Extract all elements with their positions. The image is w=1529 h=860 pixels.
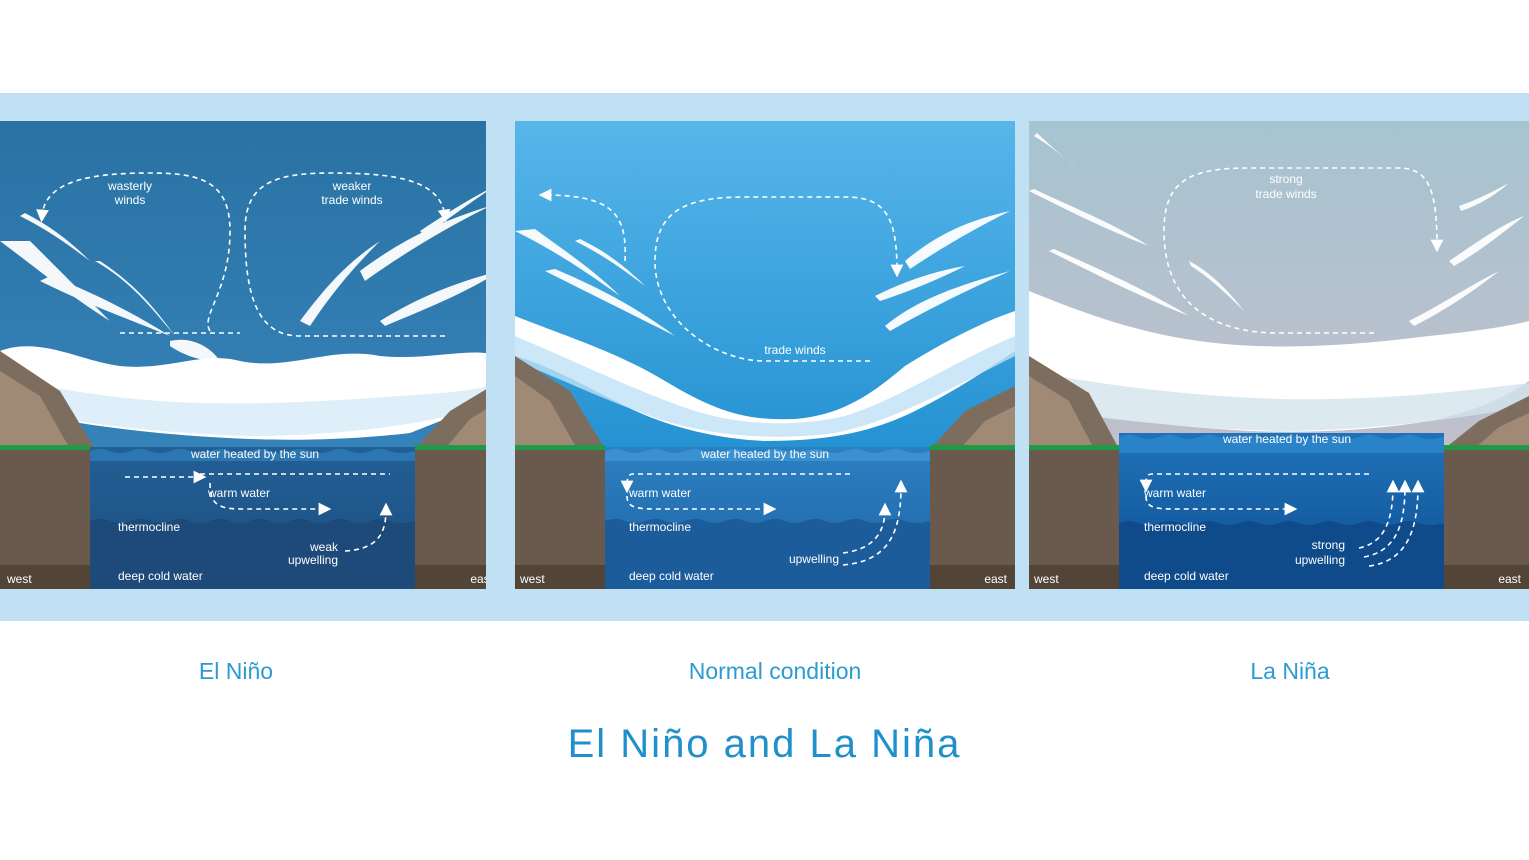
water-heated-label: water heated by the sun (1222, 432, 1351, 446)
westerly-winds-label-2: winds (114, 193, 146, 207)
page-title: El Niño and La Niña (567, 722, 962, 766)
deep-cold-water-label: deep cold water (629, 569, 714, 583)
west-label: west (1033, 572, 1059, 586)
east-label: east (984, 572, 1007, 586)
warm-water-label: warm water (628, 486, 691, 500)
el-nino-panel: wasterly winds weaker trade winds water … (0, 121, 486, 589)
trade-winds-label-1: strong (1269, 172, 1302, 186)
upwelling-label-1: strong (1312, 538, 1345, 552)
la-nina-caption: La Niña (1250, 658, 1330, 684)
trade-winds-label-1: weaker (332, 179, 372, 193)
warm-water-label: warm water (1143, 486, 1206, 500)
upwelling-label-2: upwelling (1295, 553, 1345, 567)
upwelling-label: upwelling (789, 552, 839, 566)
water-heated-label: water heated by the sun (190, 447, 319, 461)
water-heated-label: water heated by the sun (700, 447, 829, 461)
thermocline-label: thermocline (1144, 520, 1206, 534)
westerly-winds-label-1: wasterly (107, 179, 152, 193)
warm-water-label: warm water (207, 486, 270, 500)
west-land (1029, 450, 1119, 565)
normal-condition-caption: Normal condition (688, 658, 862, 684)
la-nina-panel: strong trade winds water heated by the s… (1029, 121, 1529, 589)
trade-winds-label-2: trade winds (1255, 187, 1316, 201)
normal-condition-panel: trade winds water heated by the sun warm… (515, 121, 1015, 589)
west-label: west (519, 572, 545, 586)
deep-cold-water-label: deep cold water (1144, 569, 1229, 583)
normal-condition-diagram: trade winds water heated by the sun warm… (515, 121, 1015, 589)
east-label: east (1498, 572, 1521, 586)
west-land (515, 450, 605, 565)
east-label: east (470, 572, 486, 586)
east-land (1444, 450, 1529, 565)
upwelling-label-1: weak (309, 540, 339, 554)
thermocline-label: thermocline (629, 520, 691, 534)
clouds (1029, 133, 1524, 326)
el-nino-diagram: wasterly winds weaker trade winds water … (0, 121, 486, 589)
upwelling-label-2: upwelling (288, 553, 338, 567)
thermocline-label: thermocline (118, 520, 180, 534)
wind-arrows (36, 172, 451, 552)
wind-arrows (1139, 167, 1444, 567)
deep-cold-water-label: deep cold water (118, 569, 203, 583)
wind-arrows (538, 188, 908, 566)
la-nina-diagram: strong trade winds water heated by the s… (1029, 121, 1529, 589)
east-land (930, 450, 1015, 565)
west-label: west (6, 572, 32, 586)
trade-winds-label: trade winds (764, 343, 825, 357)
el-nino-caption: El Niño (198, 658, 274, 684)
clouds (0, 190, 486, 361)
clouds (515, 211, 1010, 336)
trade-winds-label-2: trade winds (321, 193, 382, 207)
east-land (415, 450, 486, 565)
west-land (0, 450, 90, 565)
